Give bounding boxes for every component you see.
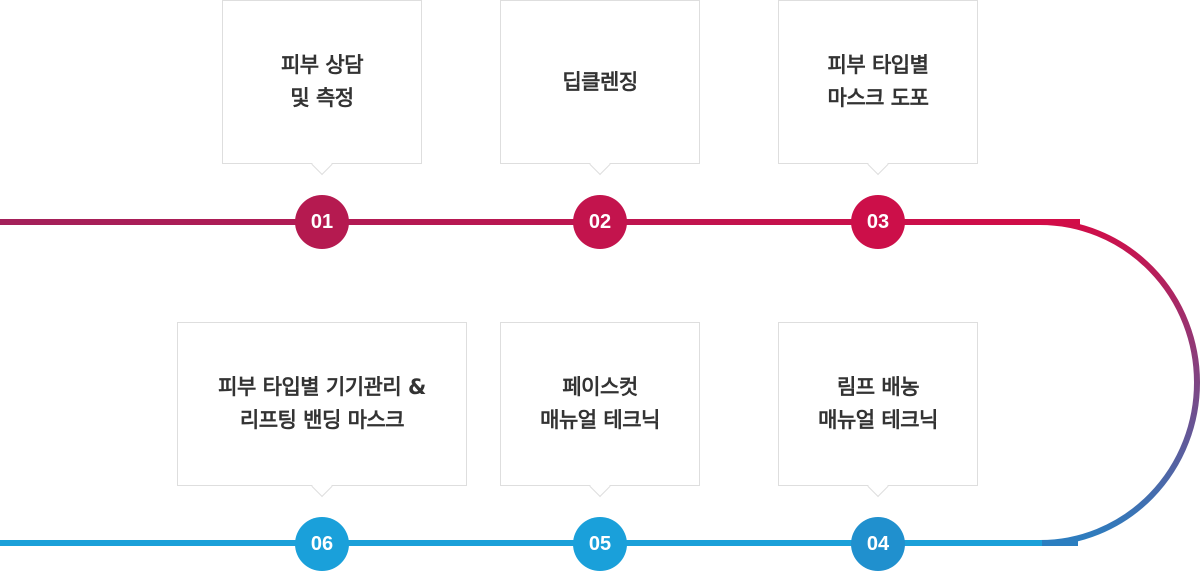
step-02-line-1: 딥클렌징 (562, 69, 638, 94)
step-01-marker: 01 (295, 195, 349, 249)
step-03-box: 피부 타입별 마스크 도포 (778, 0, 978, 164)
step-05-marker: 05 (573, 517, 627, 571)
turn-curve (1039, 219, 1200, 546)
step-04-marker: 04 (851, 517, 905, 571)
step-02-box: 딥클렌징 (500, 0, 700, 164)
step-04-line-2: 매뉴얼 테크닉 (818, 408, 938, 432)
step-06-line-2: 리프팅 밴딩 마스크 (239, 408, 405, 432)
step-05-line-2: 매뉴얼 테크닉 (540, 408, 660, 432)
step-05-box: 페이스컷 매뉴얼 테크닉 (500, 322, 700, 486)
step-04-line-1: 림프 배농 (836, 375, 920, 399)
step-06-line-1: 피부 타입별 기기관리 & (218, 375, 426, 399)
step-02-marker: 02 (573, 195, 627, 249)
step-03-line-1: 피부 타입별 (827, 53, 929, 77)
step-01-box: 피부 상담 및 측정 (222, 0, 422, 164)
step-06-marker: 06 (295, 517, 349, 571)
step-01-line-2: 및 측정 (290, 86, 354, 110)
step-04-box: 림프 배농 매뉴얼 테크닉 (778, 322, 978, 486)
step-03-line-2: 마스크 도포 (827, 86, 929, 110)
step-06-box: 피부 타입별 기기관리 & 리프팅 밴딩 마스크 (177, 322, 467, 486)
step-03-marker: 03 (851, 195, 905, 249)
step-01-line-1: 피부 상담 (280, 53, 364, 77)
step-05-line-1: 페이스컷 (562, 375, 638, 399)
